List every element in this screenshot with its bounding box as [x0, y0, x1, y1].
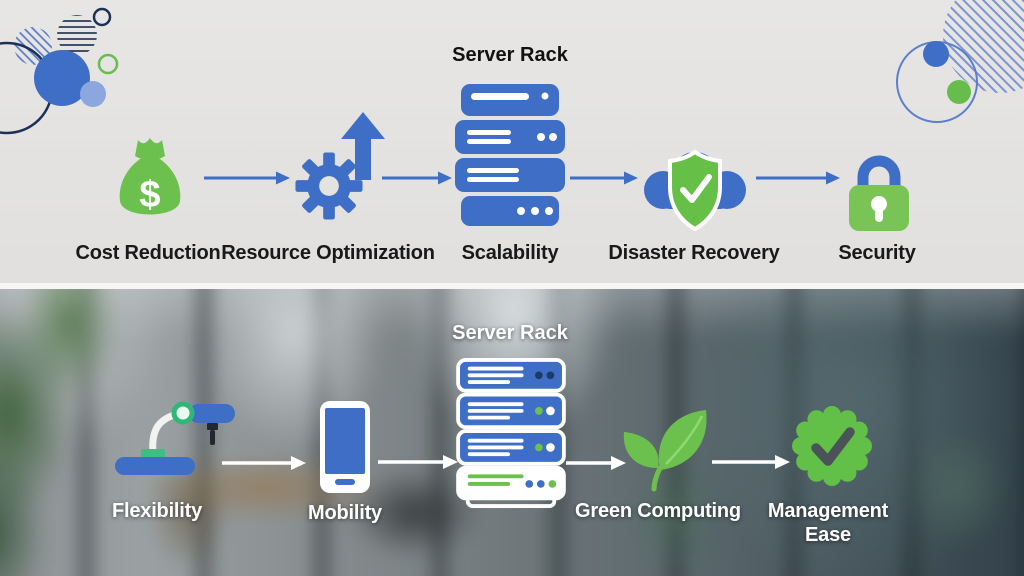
- top-benefits-panel: Server Rack $: [0, 0, 1024, 284]
- verified-badge-icon: [792, 406, 872, 486]
- smartphone-icon: [320, 401, 370, 493]
- cloud-shield-check-icon: [644, 149, 746, 232]
- caption-security: Security: [838, 242, 916, 264]
- up-arrow-icon: [341, 112, 385, 180]
- resource-optimization-step: [294, 151, 364, 221]
- flow-arrow: [222, 456, 306, 470]
- decoration-top-left: [0, 0, 170, 150]
- flow-arrow: [756, 171, 840, 185]
- caption-resource-optimization: Resource Optimization: [221, 242, 435, 264]
- flexibility-step: [115, 393, 235, 485]
- caption-management-line1: Management: [767, 500, 889, 522]
- flow-arrow: [204, 171, 290, 185]
- server-rack-icon: [456, 358, 566, 508]
- leaf-icon: [623, 410, 707, 492]
- bottom-server-rack-step: [452, 358, 570, 508]
- caption-scalability: Scalability: [461, 242, 559, 264]
- caption-mobility: Mobility: [308, 502, 382, 524]
- caption-management-line2: Ease: [805, 524, 851, 546]
- caption-flexibility: Flexibility: [111, 500, 203, 522]
- flow-arrow: [382, 171, 452, 185]
- cost-reduction-step: $: [110, 133, 190, 229]
- caption-cost-reduction: Cost Reduction: [75, 242, 221, 264]
- mobility-step: [320, 401, 370, 493]
- management-ease-step: [786, 404, 878, 490]
- bottom-server-rack-title: Server Rack: [452, 322, 568, 344]
- circles-decoration-icon: [896, 0, 1024, 123]
- gear-icon: [295, 152, 363, 220]
- desk-lamp-icon: [115, 401, 235, 475]
- caption-disaster-recovery: Disaster Recovery: [608, 242, 780, 264]
- caption-green-computing: Green Computing: [575, 500, 741, 522]
- security-step: [845, 141, 913, 233]
- flow-arrow: [378, 455, 458, 469]
- decoration-top-right: [870, 0, 1024, 140]
- green-computing-step: [618, 406, 713, 492]
- dollar-sign: $: [139, 174, 160, 216]
- flow-arrow: [570, 171, 638, 185]
- section-divider: [0, 283, 1024, 289]
- flow-arrow: [566, 456, 626, 470]
- server-rack-icon: [455, 84, 565, 226]
- top-server-rack-title: Server Rack: [452, 44, 568, 66]
- scalability-step: [455, 84, 565, 226]
- disaster-recovery-step: [635, 142, 755, 237]
- money-bag-icon: $: [119, 138, 181, 216]
- circles-decoration-icon: [0, 7, 119, 135]
- flow-arrow: [712, 455, 790, 469]
- padlock-icon: [849, 155, 909, 231]
